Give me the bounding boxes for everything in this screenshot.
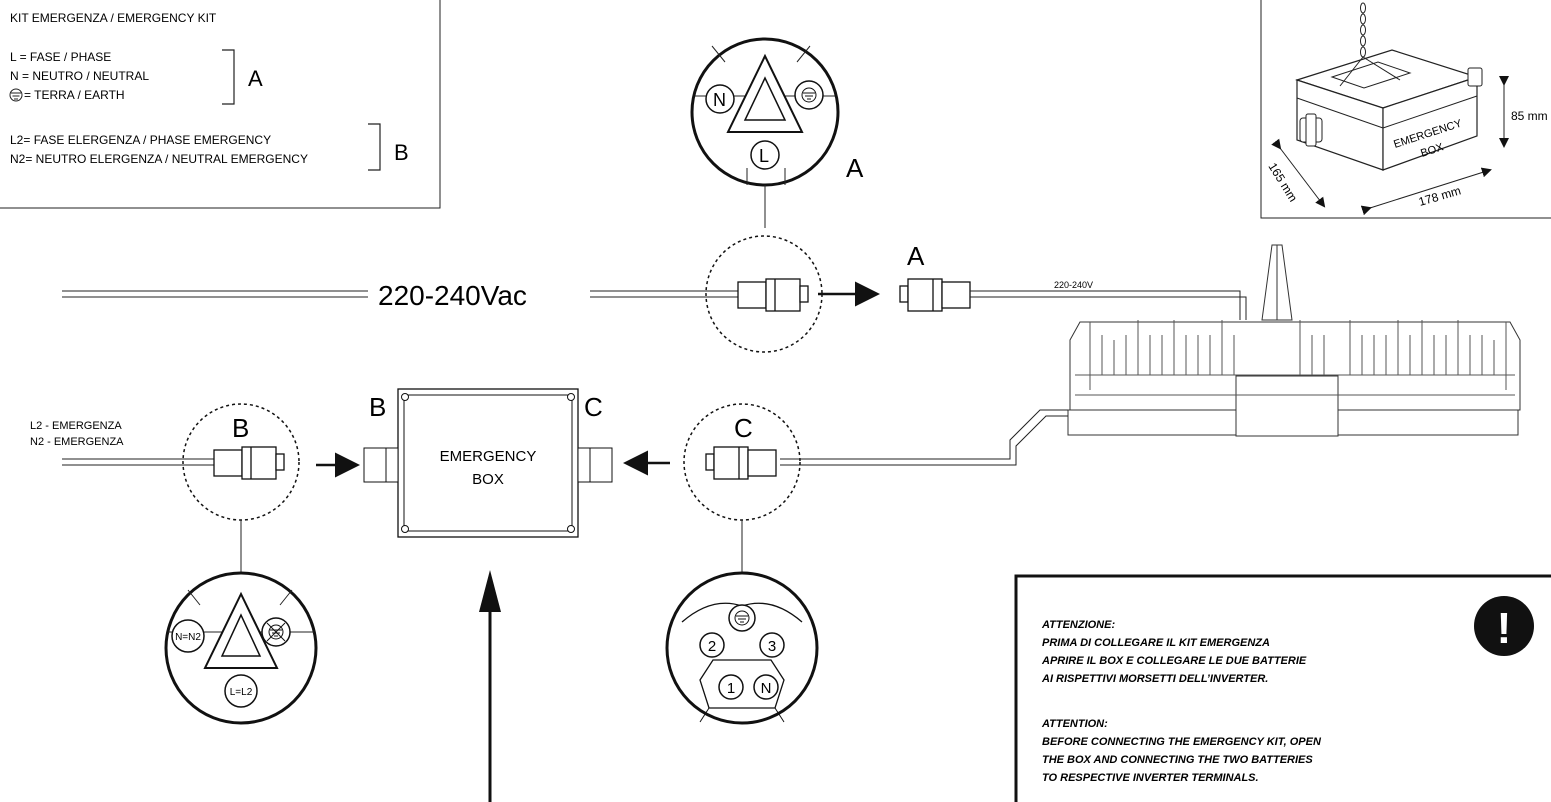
label-a-right: A: [907, 241, 925, 271]
warning-en-title: ATTENTION:: [1041, 718, 1108, 730]
legend-earth: = TERRA / EARTH: [24, 88, 125, 102]
legend-title: KIT EMERGENZA / EMERGENCY KIT: [10, 11, 217, 25]
plug-a-female: [899, 278, 971, 312]
supply-voltage: 220-240Vac: [378, 280, 527, 311]
emergency-line-l2: L2 - EMERGENZA: [30, 420, 122, 432]
pin-l-l2: L=L2: [230, 687, 253, 698]
warning-en-line-2: THE BOX AND CONNECTING THE TWO BATTERIES: [1042, 754, 1313, 766]
warning-it-title: ATTENZIONE:: [1041, 619, 1115, 631]
earth-pin-icon: [801, 87, 817, 103]
pin-2: 2: [708, 638, 716, 655]
plug-a-male: [737, 278, 809, 312]
central-box-label-1: EMERGENCY: [440, 448, 537, 465]
pin-n-c: N: [761, 680, 772, 697]
legend-phase: L = FASE / PHASE: [10, 50, 111, 64]
earth-icon: [9, 88, 23, 102]
svg-text:!: !: [1497, 604, 1512, 653]
exclamation-icon: !: [1474, 596, 1534, 656]
label-a-top: A: [846, 153, 864, 183]
legend-neutral: N = NEUTRO / NEUTRAL: [10, 69, 149, 83]
pin-1: 1: [727, 680, 735, 697]
pin-n: N: [713, 90, 726, 110]
supply-cable: [62, 290, 738, 298]
warning-it-line-3: AI RISPETTIVI MORSETTI DELL’INVERTER.: [1041, 673, 1268, 685]
earth-disabled-icon: [261, 617, 291, 647]
fixture-voltage: 220-240V: [1054, 280, 1093, 290]
led-fixture: [1067, 244, 1521, 437]
warning-panel: ATTENZIONE: PRIMA DI COLLEGARE IL KIT EM…: [1014, 574, 1551, 802]
label-b: B: [232, 413, 249, 443]
plug-c: [705, 446, 777, 480]
emergency-line-n2: N2 - EMERGENZA: [30, 436, 124, 448]
label-c: C: [734, 413, 753, 443]
up-arrow: [479, 570, 501, 802]
legend-panel: KIT EMERGENZA / EMERGENCY KIT L = FASE /…: [0, 0, 441, 209]
legend-phase-emergency: L2= FASE ELERGENZA / PHASE EMERGENCY: [10, 133, 271, 147]
box-label-c: C: [584, 392, 603, 422]
connector-a-pinout: N L: [690, 37, 840, 228]
pin-3: 3: [768, 638, 776, 655]
warning-it-line-1: PRIMA DI COLLEGARE IL KIT EMERGENZA: [1042, 637, 1270, 649]
box-label-b: B: [369, 392, 386, 422]
earth-c-icon: [734, 610, 750, 626]
warning-en-line-1: BEFORE CONNECTING THE EMERGENCY KIT, OPE…: [1042, 736, 1322, 748]
box-photo-panel: EMERGENCY BOX 85 mm 178 mm 165 mm: [1260, 0, 1551, 219]
connector-b-pinout: N=N2 L=L2: [164, 571, 318, 725]
pin-l: L: [759, 146, 769, 166]
central-box-label-2: BOX: [472, 471, 504, 488]
connector-c-pinout: 2 3 1 N: [665, 571, 819, 725]
plug-b: [213, 446, 285, 480]
legend-neutral-emergency: N2= NEUTRO ELERGENZA / NEUTRAL EMERGENCY: [10, 152, 308, 166]
legend-group-b: B: [394, 140, 409, 165]
dim-height: 85 mm: [1511, 109, 1548, 123]
legend-group-a: A: [248, 66, 263, 91]
warning-en-line-3: TO RESPECTIVE INVERTER TERMINALS.: [1042, 772, 1259, 784]
pin-n-n2: N=N2: [175, 632, 201, 643]
emergency-box: EMERGENCY BOX: [363, 388, 613, 538]
warning-it-line-2: APRIRE IL BOX E COLLEGARE LE DUE BATTERI…: [1041, 655, 1307, 667]
